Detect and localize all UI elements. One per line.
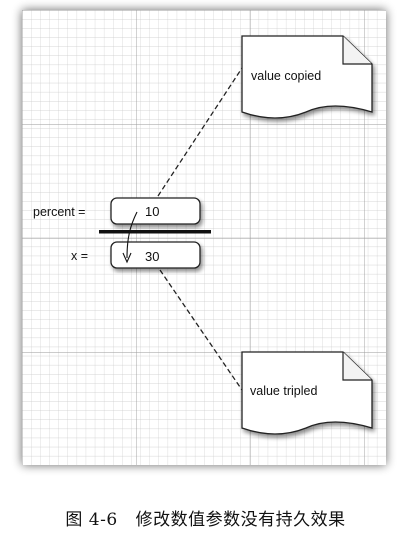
figure-number: 图 4-6 [65,510,118,530]
figure-caption-text: 修改数值参数没有持久效果 [135,510,346,530]
note-value-tripled-text: value tripled [250,384,317,398]
figure-caption: 图 4-6 修改数值参数没有持久效果 [0,505,411,530]
percent-label: percent = [33,205,85,219]
x-label: x = [71,249,88,263]
percent-value: 10 [145,204,159,219]
note-value-copied [241,35,373,119]
note-value-copied-text: value copied [251,69,321,83]
tripled-connector [159,269,243,391]
x-value-box [110,241,201,269]
note-value-tripled [241,351,373,435]
x-value: 30 [145,249,159,264]
copied-connector [157,67,243,197]
method-boundary-bar [99,230,211,234]
copy-arrow [122,211,138,264]
percent-value-box [110,197,201,225]
